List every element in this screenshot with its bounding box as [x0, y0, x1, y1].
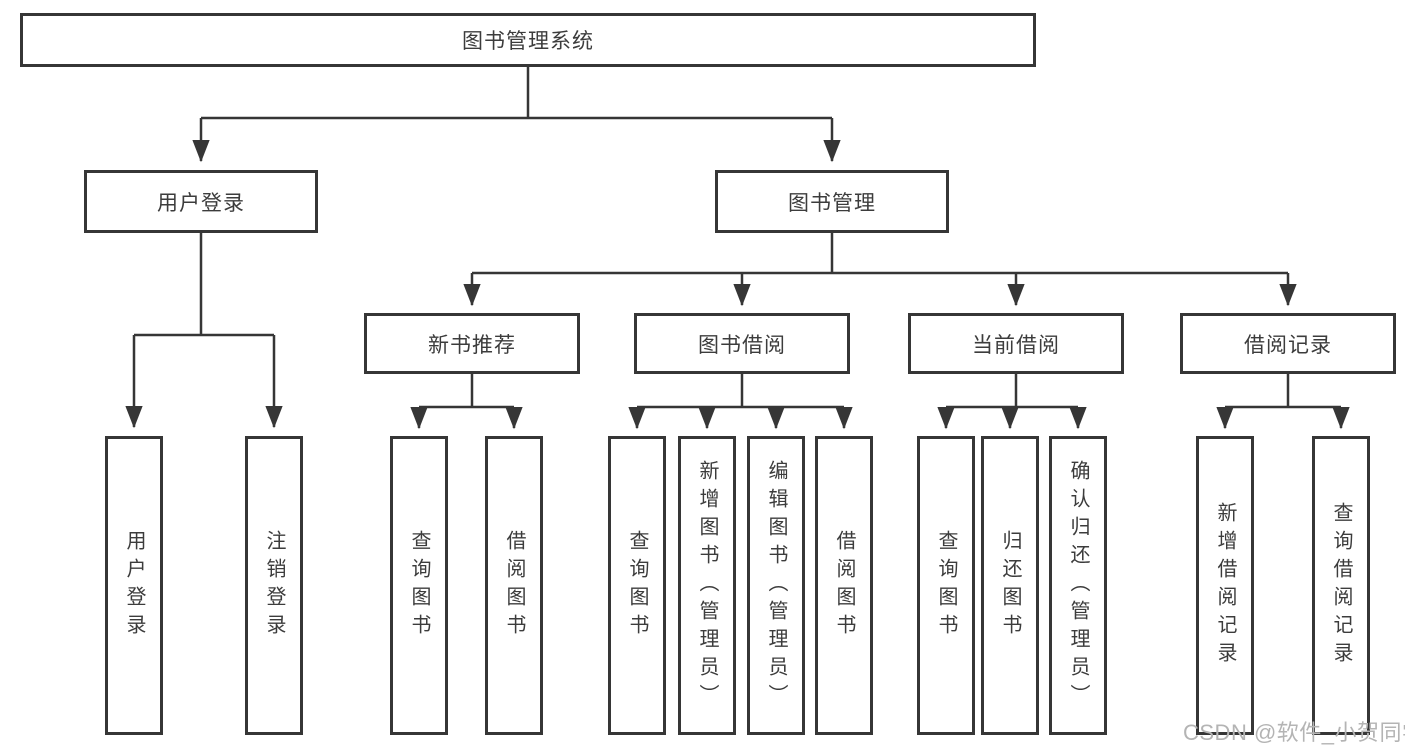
leaf-query-books: 查询图书	[390, 436, 448, 735]
leaf-label: 新增借阅记录	[1214, 501, 1236, 670]
node-label: 用户登录	[157, 191, 245, 215]
node-library-management-system: 图书管理系统	[20, 13, 1036, 67]
leaf-label: 确认归还（管理员）	[1067, 459, 1089, 712]
leaf-label: 借阅图书	[833, 529, 855, 642]
leaf-confirm-return-admin: 确认归还（管理员）	[1049, 436, 1107, 735]
leaf-edit-books-admin: 编辑图书（管理员）	[747, 436, 805, 735]
leaf-label: 编辑图书（管理员）	[765, 459, 787, 712]
leaf-label: 注销登录	[263, 529, 285, 642]
node-label: 图书管理系统	[462, 30, 594, 53]
leaf-label: 查询借阅记录	[1330, 501, 1352, 670]
node-label: 图书借阅	[698, 333, 786, 357]
node-label: 新书推荐	[428, 333, 516, 357]
node-book-management: 图书管理	[715, 170, 949, 233]
csdn-watermark: CSDN @软件_小贺同学	[1183, 720, 1405, 745]
leaf-logout: 注销登录	[245, 436, 303, 735]
leaf-borrow-books: 借阅图书	[815, 436, 873, 735]
node-new-book-recommend: 新书推荐	[364, 313, 580, 374]
leaf-return-books: 归还图书	[981, 436, 1039, 735]
node-label: 借阅记录	[1244, 333, 1332, 357]
node-borrow-records: 借阅记录	[1180, 313, 1396, 374]
leaf-label: 归还图书	[999, 529, 1021, 642]
leaf-add-books-admin: 新增图书（管理员）	[678, 436, 736, 735]
leaf-label: 用户登录	[123, 529, 145, 642]
leaf-label: 查询图书	[408, 529, 430, 642]
node-user-login: 用户登录	[84, 170, 318, 233]
leaf-add-borrow-record: 新增借阅记录	[1196, 436, 1254, 735]
leaf-label: 查询图书	[935, 529, 957, 642]
node-book-borrow: 图书借阅	[634, 313, 850, 374]
leaf-query-borrow-record: 查询借阅记录	[1312, 436, 1370, 735]
leaf-query-books: 查询图书	[608, 436, 666, 735]
leaf-label: 查询图书	[626, 529, 648, 642]
leaf-query-books: 查询图书	[917, 436, 975, 735]
leaf-label: 借阅图书	[503, 529, 525, 642]
leaf-user-login: 用户登录	[105, 436, 163, 735]
leaf-borrow-books: 借阅图书	[485, 436, 543, 735]
leaf-label: 新增图书（管理员）	[696, 459, 718, 712]
node-label: 当前借阅	[972, 333, 1060, 357]
node-current-borrow: 当前借阅	[908, 313, 1124, 374]
node-label: 图书管理	[788, 191, 876, 215]
